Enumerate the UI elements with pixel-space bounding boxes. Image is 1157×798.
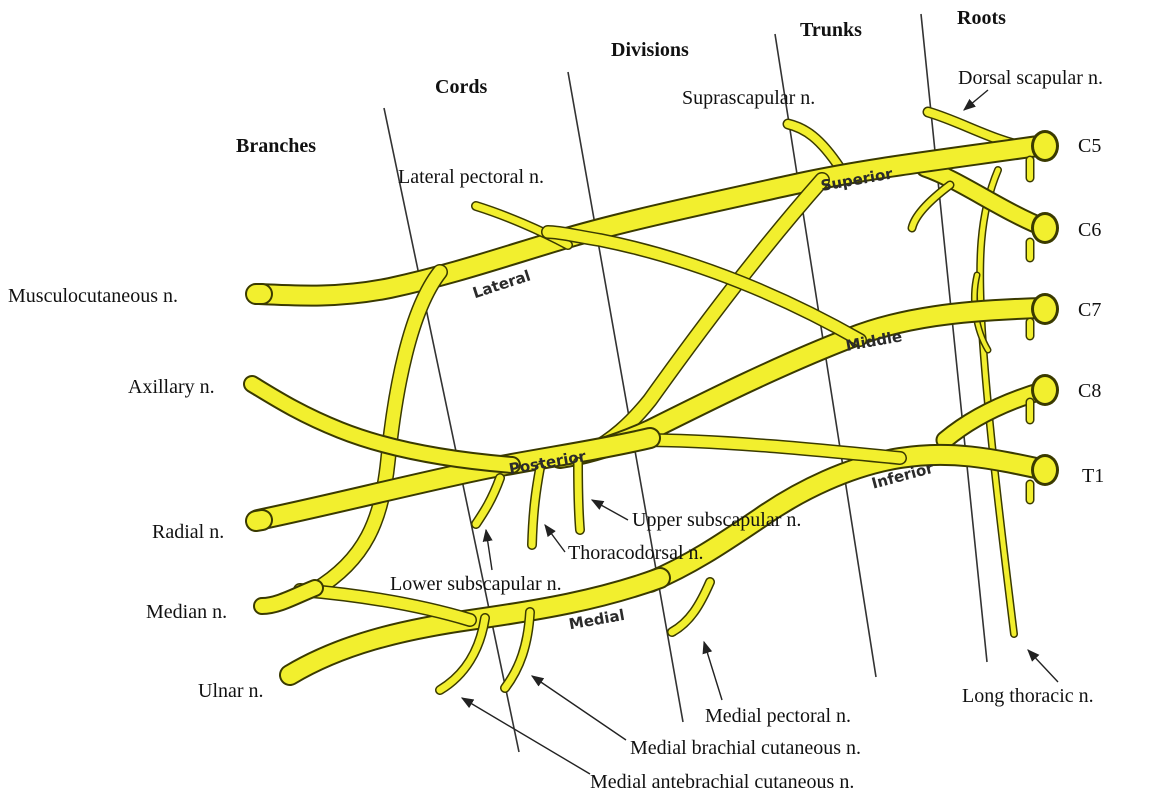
label-dorsal-scapular: Dorsal scapular n. <box>958 67 1103 89</box>
label-lateral-pectoral: Lateral pectoral n. <box>398 166 544 188</box>
label-long-thoracic: Long thoracic n. <box>962 685 1094 707</box>
header-cords: Cords <box>435 76 487 98</box>
posterior-small-branches <box>471 457 585 550</box>
divider-trunks-roots <box>920 13 988 663</box>
lateral-root-of-median <box>307 264 448 598</box>
header-divisions: Divisions <box>611 39 689 61</box>
median-nerve <box>253 579 324 615</box>
label-radial: Radial n. <box>152 521 224 543</box>
inferior-posterior-division <box>633 433 907 465</box>
root-ends <box>1031 130 1059 486</box>
root-label-t1: T1 <box>1082 465 1104 487</box>
pointer-dorsal-scapular <box>963 89 989 111</box>
root-labels: C5 C6 C7 C8 T1 <box>1078 135 1104 487</box>
label-thoracodorsal: Thoracodorsal n. <box>568 542 704 564</box>
root-label-c5: C5 <box>1078 135 1101 157</box>
middle-anterior-division <box>541 225 867 347</box>
root-label-c6: C6 <box>1078 219 1101 241</box>
nerve-network <box>243 106 1059 695</box>
superior-trunk <box>247 134 1056 307</box>
header-roots: Roots <box>957 7 1006 29</box>
label-lower-subscapular: Lower subscapular n. <box>390 573 562 595</box>
pointer-long-thoracic <box>1027 649 1059 683</box>
pointer-thoracodorsal <box>544 523 566 553</box>
nerve-labels: Dorsal scapular n. Suprascapular n. Late… <box>8 67 1103 793</box>
pointer-lower-subscapular <box>482 528 493 571</box>
label-median: Median n. <box>146 601 227 623</box>
divider-branches-cords <box>383 107 520 753</box>
pointer-arrows <box>460 89 1059 775</box>
root-label-c7: C7 <box>1078 299 1101 321</box>
label-medial-pectoral: Medial pectoral n. <box>705 705 851 727</box>
region-headers: Branches Cords Divisions Trunks Roots <box>236 7 1006 157</box>
label-upper-subscapular: Upper subscapular n. <box>632 509 801 531</box>
pointer-medial-pectoral <box>702 640 723 701</box>
pointer-medial-antebrachial-cutaneous <box>460 697 591 775</box>
header-branches: Branches <box>236 135 316 157</box>
label-musculocutaneous: Musculocutaneous n. <box>8 285 178 307</box>
inferior-trunk <box>639 443 1056 593</box>
divider-cords-divisions <box>567 71 684 723</box>
medial-pectoral-nerve <box>667 577 715 637</box>
suprascapular-nerve <box>782 118 846 174</box>
c6-root <box>907 158 1055 238</box>
label-suprascapular: Suprascapular n. <box>682 87 815 109</box>
root-label-c8: C8 <box>1078 380 1101 402</box>
medial-cutaneous-branches <box>435 607 535 695</box>
label-ulnar: Ulnar n. <box>198 680 264 702</box>
header-trunks: Trunks <box>800 19 862 41</box>
label-axillary: Axillary n. <box>128 376 215 398</box>
axillary-branch <box>243 375 521 474</box>
branch-ends <box>245 283 273 532</box>
lateral-pectoral-nerve <box>471 201 573 250</box>
label-medial-antebrachial-cutaneous: Medial antebrachial cutaneous n. <box>590 771 854 793</box>
pointer-medial-brachial-cutaneous <box>530 675 627 741</box>
label-medial-brachial-cutaneous: Medial brachial cutaneous n. <box>630 737 861 759</box>
pointer-upper-subscapular <box>590 499 629 521</box>
